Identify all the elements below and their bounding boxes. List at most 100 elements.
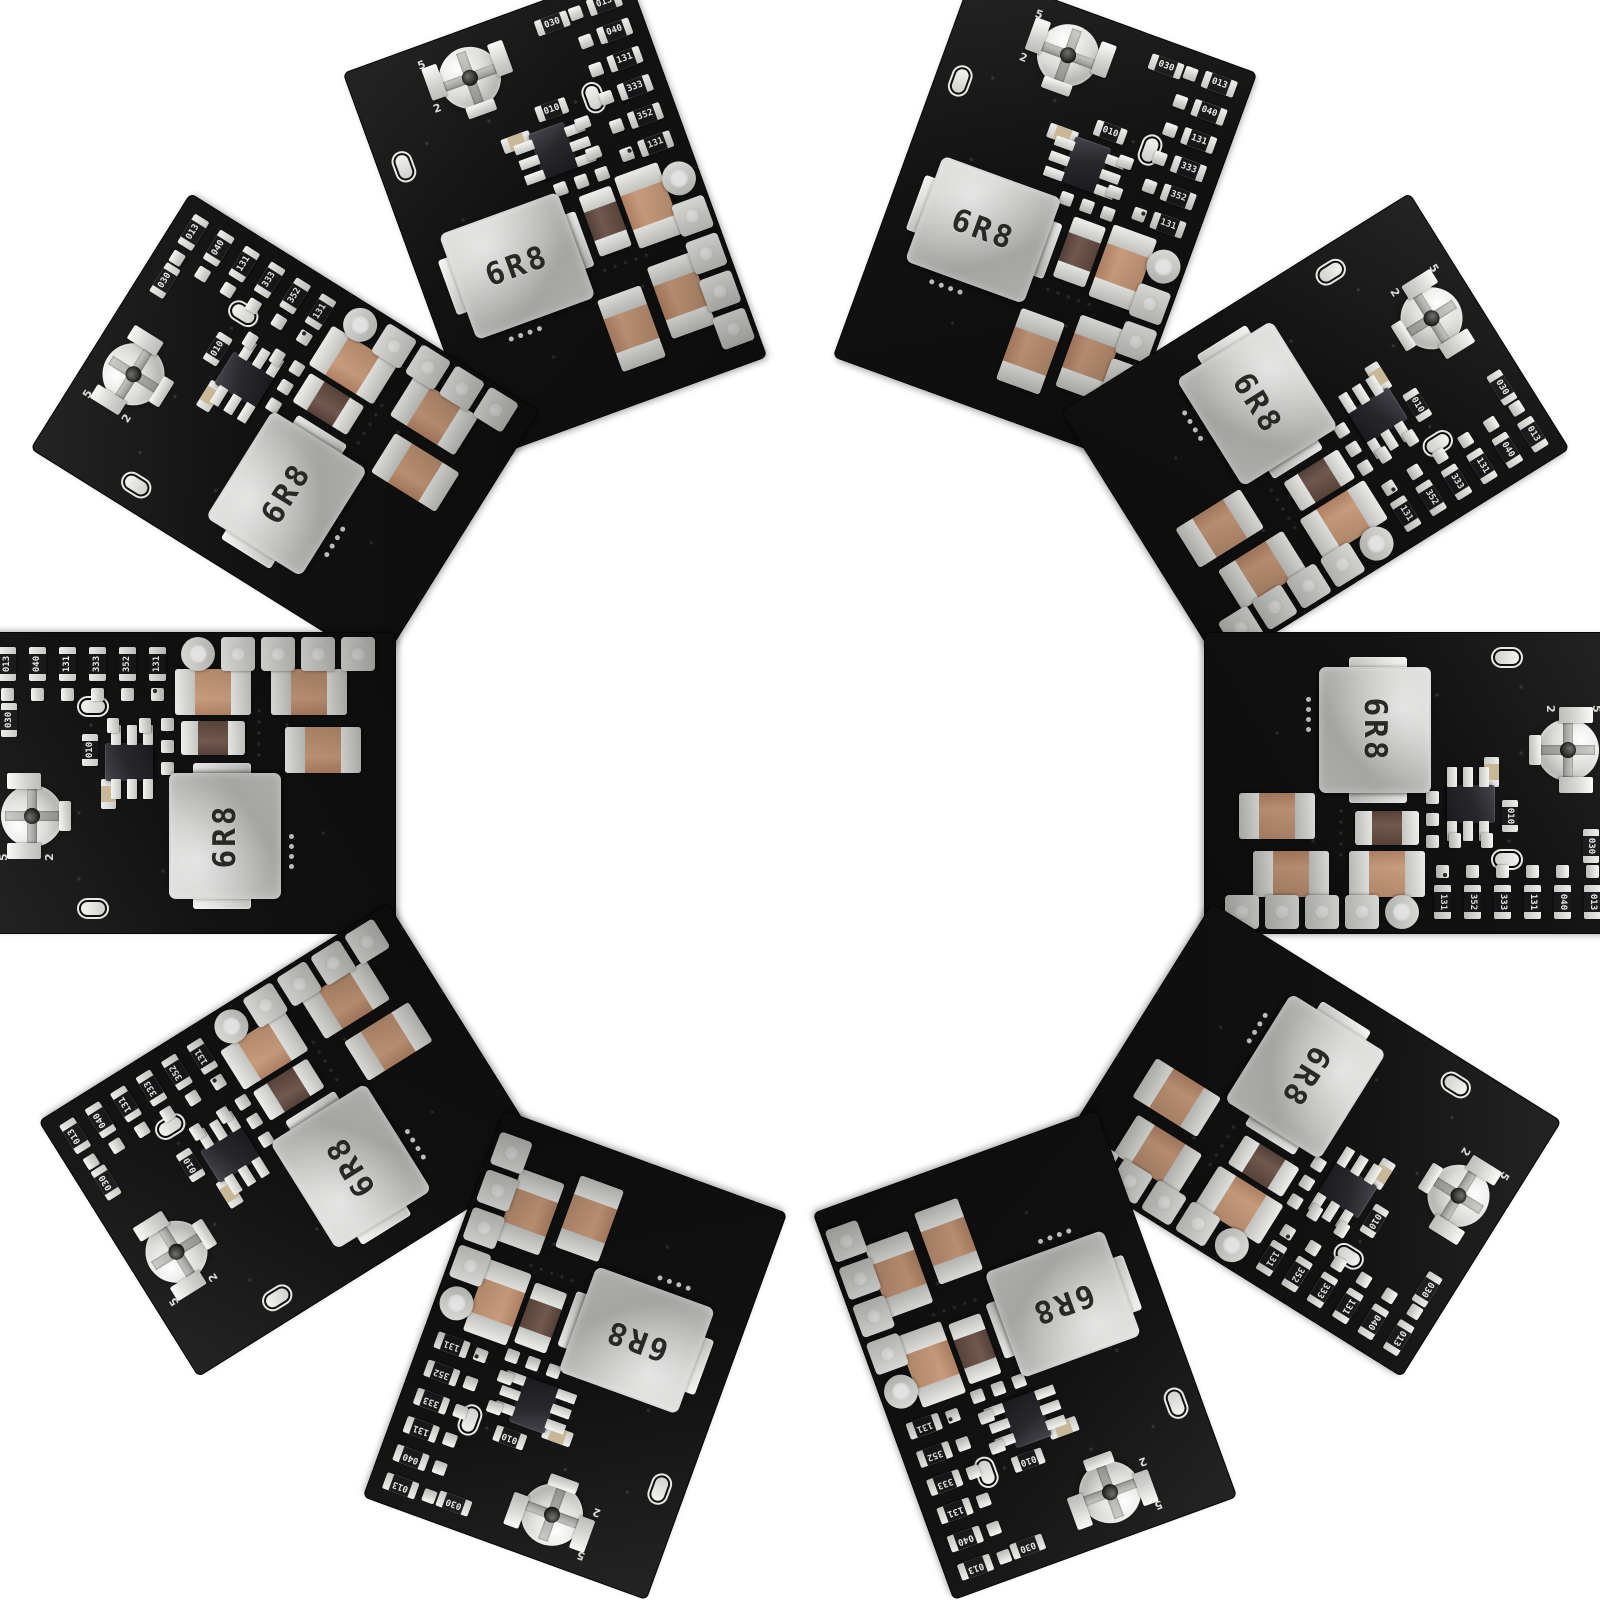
solder-pad-small — [139, 718, 151, 733]
mounting-hole — [1311, 254, 1350, 290]
via — [257, 720, 261, 724]
trimmer-mark-a: 5 — [1152, 1497, 1165, 1513]
via — [339, 525, 347, 533]
via — [536, 325, 543, 332]
chip-resistor: 333 — [412, 1387, 451, 1416]
output-capacitor — [554, 1175, 625, 1263]
solder-pad-small — [1057, 190, 1075, 208]
solder-pad-small — [1466, 865, 1479, 878]
chip-resistor: 131 — [1331, 1286, 1365, 1325]
via — [161, 869, 165, 873]
resistor-marking: 131 — [62, 655, 72, 673]
voltage-adjust-trimmer[interactable] — [1537, 719, 1599, 781]
trimmer-mark-a: 5 — [0, 853, 10, 861]
chip-resistor: 131 — [905, 1412, 944, 1441]
chip-resistor: 013 — [1584, 885, 1600, 919]
solder-pad-small — [975, 1492, 993, 1509]
chip-resistor: 333 — [925, 1468, 964, 1497]
resistor-marking: 352 — [1468, 893, 1478, 911]
via — [1339, 853, 1343, 857]
chip-resistor: 131 — [1149, 211, 1187, 239]
trimmer-mark-b: 2 — [1387, 285, 1403, 300]
chip-resistor: 010 — [1010, 1447, 1046, 1474]
via — [460, 217, 466, 223]
via — [1088, 1446, 1094, 1452]
via — [684, 1284, 692, 1292]
solder-pad[interactable] — [181, 637, 215, 671]
voltage-adjust-trimmer[interactable] — [1, 785, 63, 847]
pcb-substrate: 52 013 040 131 333 352 131 — [1205, 633, 1600, 933]
solder-pad-small — [91, 688, 104, 701]
via — [666, 1278, 673, 1285]
solder-pad[interactable] — [341, 637, 375, 671]
via — [956, 288, 964, 296]
solder-pad-small — [462, 1375, 479, 1392]
via — [328, 542, 336, 550]
solder-pad[interactable] — [489, 1131, 534, 1175]
pcb-substrate: 52 013 040 131 333 352 131 — [0, 633, 395, 933]
trimmer-mark-b: 2 — [1544, 705, 1557, 713]
resistor-marking: 013 — [1588, 893, 1598, 911]
via — [562, 1467, 568, 1473]
solder-pad-small — [1344, 440, 1363, 458]
via — [1191, 1135, 1197, 1141]
solder-pad[interactable] — [1265, 895, 1299, 929]
solder-pad[interactable] — [711, 306, 756, 351]
solder-pad[interactable] — [1345, 895, 1379, 929]
chip-resistor: 030 — [1411, 1270, 1443, 1308]
solder-pad-small — [245, 1112, 264, 1130]
solder-pad[interactable] — [462, 1206, 506, 1250]
chip-resistor: 131 — [1179, 126, 1218, 155]
buck-converter-ic — [1447, 785, 1495, 823]
via — [508, 335, 515, 343]
via — [1435, 693, 1439, 697]
via — [517, 332, 524, 339]
via — [1114, 1347, 1120, 1353]
solder-pad-small — [161, 740, 174, 753]
via — [640, 283, 646, 289]
chip-resistor: 013 — [1382, 1318, 1415, 1357]
via — [526, 328, 534, 336]
board-right: 52 013 040 131 333 352 131 — [1205, 633, 1600, 933]
via — [1286, 515, 1292, 522]
chip-resistor: 030 — [1583, 829, 1599, 863]
solder-pad[interactable] — [1385, 895, 1419, 929]
ic-pin — [1479, 767, 1489, 787]
resistor-marking: 030 — [1586, 837, 1597, 855]
solder-pad-small — [1304, 1239, 1323, 1258]
via — [212, 1221, 218, 1228]
solder-pad-small — [276, 378, 295, 397]
via — [368, 540, 375, 546]
solder-pad[interactable] — [221, 637, 255, 671]
via — [409, 1136, 417, 1144]
chip-resistor: 352 — [160, 1053, 194, 1092]
chip-resistor: 040 — [1491, 431, 1524, 470]
trimmer-mark-b: 2 — [43, 853, 56, 861]
via — [175, 1140, 182, 1147]
solder-pad[interactable] — [261, 637, 295, 671]
via — [1055, 290, 1061, 296]
solder-pad-small — [608, 117, 626, 135]
chip-resistor: 030 — [1147, 53, 1185, 80]
via — [1390, 342, 1396, 349]
solder-pad[interactable] — [301, 637, 335, 671]
solder-pad-small — [1182, 65, 1199, 83]
via — [1260, 527, 1267, 534]
trimmer-tab — [1559, 777, 1593, 793]
via — [962, 1300, 968, 1307]
chip-resistor: 030 — [90, 1163, 122, 1202]
solder-pad-small — [1380, 1286, 1399, 1305]
solder-pad-small — [944, 1407, 962, 1425]
via — [322, 1058, 328, 1064]
solder-pad[interactable] — [824, 1219, 869, 1264]
via — [675, 1281, 682, 1288]
ic-pin — [498, 1384, 522, 1402]
power-inductor: 6R8 — [1176, 320, 1339, 487]
input-capacitor — [1355, 811, 1419, 845]
chip-resistor: 352 — [422, 1359, 461, 1387]
solder-pad[interactable] — [1305, 895, 1339, 929]
output-capacitor — [596, 285, 667, 373]
via — [77, 811, 81, 815]
via — [310, 1039, 317, 1046]
mounting-hole — [258, 1280, 297, 1316]
